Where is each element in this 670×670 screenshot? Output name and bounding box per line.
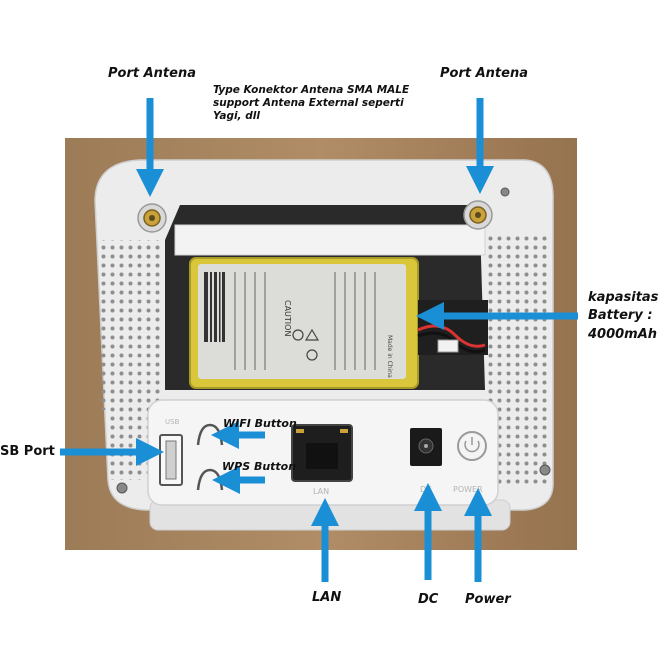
lan-print: LAN xyxy=(313,487,329,496)
label-wifi-button: WIFI Button xyxy=(223,417,297,430)
battery-warning-icons xyxy=(292,328,320,361)
label-connector-note-2: support Antena External seperti xyxy=(213,97,404,109)
antenna-port-right xyxy=(463,200,493,230)
power-print: POWER xyxy=(453,485,483,494)
label-battery-1: kapasitas xyxy=(588,290,659,305)
label-port-antena-right: Port Antena xyxy=(440,66,528,81)
compartment-ledge xyxy=(174,224,486,256)
label-battery-2: Battery : xyxy=(588,308,653,323)
battery-wires xyxy=(417,300,488,355)
left-vent-lower xyxy=(108,410,148,480)
battery-made-in-text: Made in China xyxy=(386,335,393,378)
battery-text-lines xyxy=(234,272,376,370)
usb-print: USB xyxy=(165,418,180,426)
label-battery-3: 4000mAh xyxy=(588,327,658,342)
left-vent xyxy=(100,240,162,410)
battery-barcode xyxy=(204,272,225,342)
power-button xyxy=(457,431,487,461)
dc-print: DC xyxy=(420,485,432,494)
battery-label xyxy=(198,264,406,379)
antenna-port-left xyxy=(137,203,167,233)
label-usb-port: SB Port xyxy=(0,444,55,459)
label-lan: LAN xyxy=(312,590,342,605)
label-dc: DC xyxy=(418,592,439,607)
label-wps-button: WPS Button xyxy=(222,460,297,473)
annotation-arrows xyxy=(60,98,578,582)
label-port-antena-left: Port Antena xyxy=(108,66,196,81)
label-connector-note-3: Yagi, dll xyxy=(213,110,260,122)
label-power: Power xyxy=(465,592,511,607)
label-connector-note-1: Type Konektor Antena SMA MALE xyxy=(213,84,410,96)
screws xyxy=(116,187,551,494)
battery-caution-text: CAUTION xyxy=(283,300,292,336)
